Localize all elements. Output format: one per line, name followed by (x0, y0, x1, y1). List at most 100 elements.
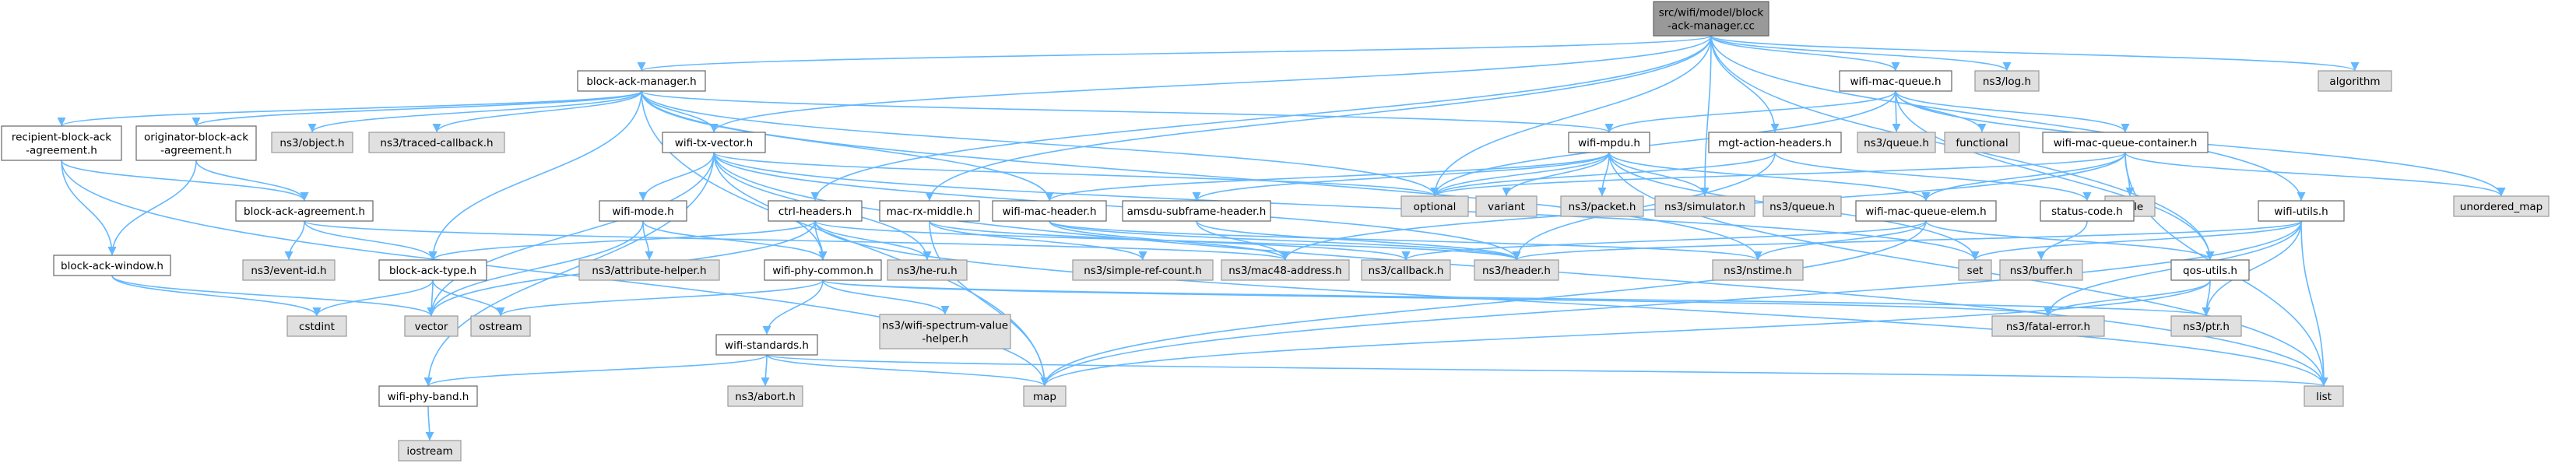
node-label: qos-utils.h (2183, 265, 2237, 277)
node-wmode-h[interactable]: wifi-mode.h (599, 200, 687, 222)
edge-wmpdu_h-to-optional (1430, 152, 1610, 197)
edge-root-to-mrm_h (925, 35, 1712, 202)
node-oba-h[interactable]: originator-block-ack-agreement.h (135, 125, 257, 161)
node-label: ns3/nstime.h (1724, 265, 1792, 277)
node-queue-h2: ns3/queue.h (1762, 195, 1842, 217)
node-label: ns3/log.h (1983, 75, 2031, 88)
edge-root-to-ctrl_h (810, 35, 1712, 202)
node-baa-h[interactable]: block-ack-agreement.h (235, 200, 374, 222)
node-label: wifi-mac-queue-container.h (2054, 137, 2198, 149)
edge-root-to-simulator_h (1700, 35, 1712, 197)
node-box (1762, 195, 1842, 217)
node-box (2170, 259, 2250, 281)
node-box (1712, 259, 1804, 281)
node-wpc-h[interactable]: wifi-phy-common.h (764, 259, 882, 281)
node-wu-h[interactable]: wifi-utils.h (2258, 200, 2345, 222)
node-label: wifi-standards.h (725, 339, 809, 352)
node-wtv-h[interactable]: wifi-tx-vector.h (662, 132, 766, 153)
edge-bam_h-to-rba_h (57, 90, 642, 127)
node-label: wifi-phy-band.h (388, 391, 469, 403)
edge-bam_h-to-wmpdu_h (641, 90, 1614, 133)
edge-wpb_h-to-iostream (425, 406, 434, 441)
node-heru-h: ns3/he-ru.h (887, 259, 968, 281)
node-box (1568, 132, 1650, 153)
dependency-edges (57, 35, 2506, 441)
node-label: ns3/queue.h (1864, 137, 1929, 149)
edge-mah_h-to-sc_h (1774, 152, 2092, 202)
node-box (1400, 195, 1469, 217)
node-ws-h[interactable]: wifi-standards.h (715, 334, 818, 356)
node-bam-h[interactable]: block-ack-manager.h (577, 70, 706, 92)
edge-wpc_h-to-wsv_h (822, 279, 950, 315)
node-ctrl-h[interactable]: ctrl-headers.h (768, 200, 863, 222)
node-label: ostream (479, 321, 522, 333)
edge-wmode_h-to-vector (427, 220, 644, 317)
edge-root-to-mah_h (1710, 35, 1780, 133)
node-label: block-ack-agreement.h (244, 205, 365, 218)
node-nstime-h: ns3/nstime.h (1712, 259, 1804, 281)
node-wmpdu-h[interactable]: wifi-mpdu.h (1568, 132, 1650, 153)
edge-mrm_h-to-map (929, 220, 1049, 387)
node-bat-h[interactable]: block-ack-type.h (378, 259, 487, 281)
node-root[interactable]: src/wifi/model/block-ack-manager.cc (1653, 1, 1769, 37)
node-fe-h: ns3/fatal-error.h (1991, 315, 2105, 337)
edge-asf_h-to-hdr_h (1196, 220, 1521, 261)
node-mah-h[interactable]: mgt-action-headers.h (1708, 132, 1842, 153)
edge-root-to-log_h (1710, 35, 2012, 72)
node-wmh-h[interactable]: wifi-mac-header.h (992, 200, 1107, 222)
node-label: vector (415, 321, 448, 333)
node-label: cstdint (299, 321, 335, 333)
edge-wu_h-to-set (1970, 220, 2302, 261)
edge-wmq_h-to-qos_h (1895, 90, 2215, 261)
node-mrm-h[interactable]: mac-rx-middle.h (879, 200, 980, 222)
edge-wmqc_h-to-optional (1430, 152, 2126, 197)
node-box (879, 314, 1011, 349)
node-ostream: ostream (470, 315, 531, 337)
node-traced-h: ns3/traced-callback.h (368, 132, 505, 153)
node-qos-h[interactable]: qos-utils.h (2170, 259, 2250, 281)
edge-wtv_h-to-wpb_h (423, 152, 715, 387)
edge-wmh_h-to-mac48_h (1049, 220, 1290, 261)
node-box (2042, 132, 2209, 153)
node-label: recipient-block-ack (12, 132, 111, 144)
node-label: block-ack-type.h (389, 265, 476, 277)
node-label: wifi-mac-queue.h (1850, 75, 1941, 88)
node-baw-h[interactable]: block-ack-window.h (53, 255, 171, 276)
node-label: amsdu-subframe-header.h (1127, 205, 1267, 218)
node-wpb-h[interactable]: wifi-phy-band.h (378, 385, 478, 407)
edge-ws_h-to-abort_h (761, 354, 770, 387)
node-box (2258, 200, 2345, 222)
node-list: list (2304, 385, 2344, 407)
edge-mah_h-to-hdr_h (1512, 152, 1776, 261)
edge-bam_h-to-traced_h (432, 90, 642, 133)
node-label: wifi-utils.h (2274, 205, 2328, 218)
node-box (271, 132, 353, 153)
edge-wmh_h-to-hdr_h (1049, 220, 1521, 261)
edge-ws_h-to-list (766, 354, 2328, 387)
node-box (378, 259, 487, 281)
node-label: mgt-action-headers.h (1718, 137, 1832, 149)
node-label: block-ack-window.h (61, 260, 163, 272)
node-buf-h: ns3/buffer.h (1999, 259, 2083, 281)
edge-wtv_h-to-vector (427, 152, 715, 317)
node-box (2318, 70, 2392, 92)
node-rba-h[interactable]: recipient-block-ack-agreement.h (1, 125, 122, 161)
node-box (577, 70, 706, 92)
edge-wmpdu_h-to-simulator_h (1608, 152, 1710, 197)
edge-wtv_h-to-wmode_h (638, 152, 715, 202)
node-box (1857, 132, 1936, 153)
edge-bat_h-to-cstdint (312, 279, 434, 317)
node-wmq-h[interactable]: wifi-mac-queue.h (1839, 70, 1952, 92)
node-wmqe-h[interactable]: wifi-mac-queue-elem.h (1855, 200, 1997, 222)
node-wmqc-h[interactable]: wifi-mac-queue-container.h (2042, 132, 2209, 153)
node-eid-h: ns3/event-id.h (242, 259, 336, 281)
node-label: map (1033, 391, 1056, 403)
node-algorithm: algorithm (2318, 70, 2392, 92)
node-asf-h[interactable]: amsdu-subframe-header.h (1122, 200, 1271, 222)
node-box (768, 200, 863, 222)
node-box (2304, 385, 2344, 407)
edge-ctrl_h-to-bat_h (428, 220, 816, 261)
edge-bam_h-to-oba_h (192, 90, 642, 127)
node-sc-h[interactable]: status-code.h (2040, 200, 2135, 222)
